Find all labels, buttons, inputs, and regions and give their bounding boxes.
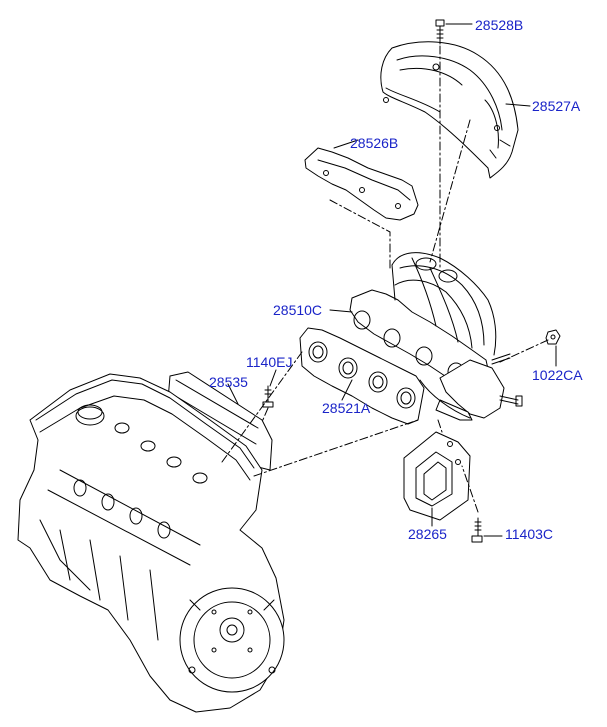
callout-1140EJ[interactable]: 1140EJ: [246, 354, 293, 370]
callout-11403C[interactable]: 11403C: [505, 526, 554, 542]
callout-1022CA[interactable]: 1022CA: [532, 367, 583, 383]
exhaust-manifold: [349, 252, 523, 421]
callout-28527A[interactable]: 28527A: [532, 98, 581, 114]
bolt-11403C: [471, 517, 483, 543]
nut-1022CA: [545, 329, 561, 345]
heat-shield-lower: [304, 147, 419, 221]
callout-28526B[interactable]: 28526B: [350, 135, 399, 151]
engine-block: [17, 373, 285, 713]
callout-28528B[interactable]: 28528B: [475, 17, 524, 33]
leader-lines: [227, 23, 557, 537]
heat-shield-upper: [380, 41, 519, 179]
manifold-gasket: [299, 327, 425, 425]
callout-28510C[interactable]: 28510C: [273, 302, 323, 318]
bolt-1140EJ: [262, 385, 274, 408]
bolt-28528B: [435, 19, 445, 45]
callout-28521A[interactable]: 28521A: [322, 400, 371, 416]
bracket-28265: [403, 431, 471, 521]
assembly-lines: [221, 45, 549, 513]
callout-28265[interactable]: 28265: [408, 526, 447, 542]
callout-28535[interactable]: 28535: [209, 374, 248, 390]
